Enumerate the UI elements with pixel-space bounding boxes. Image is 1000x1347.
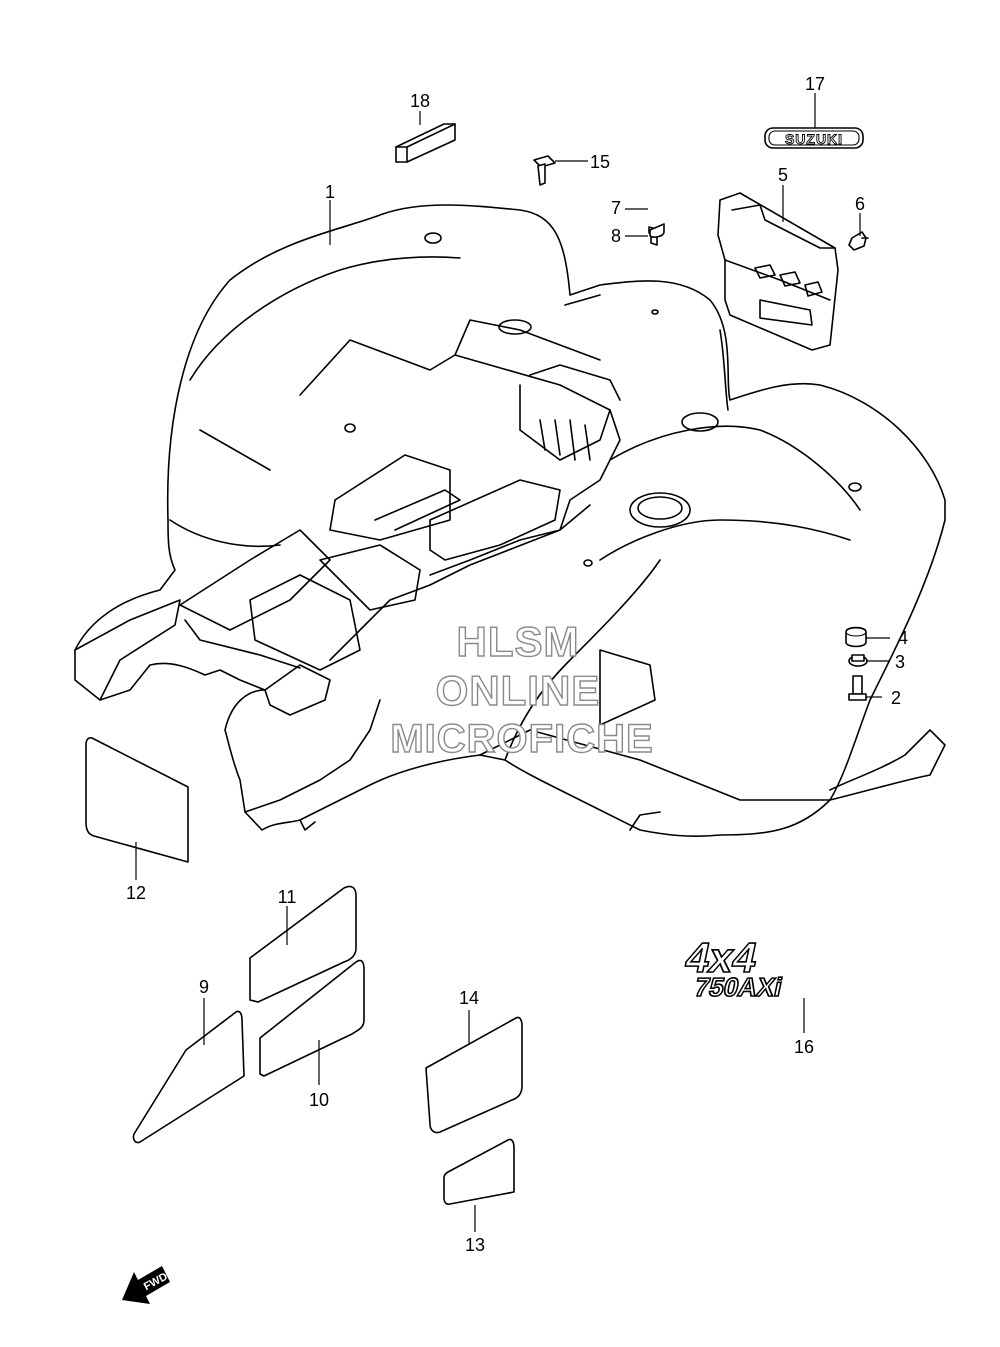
callout-2: 2 (891, 688, 901, 708)
watermark-line1: HLSM (457, 618, 580, 665)
part-18-block (395, 123, 456, 163)
part-6-clip (848, 231, 869, 251)
callout-15: 15 (590, 152, 610, 172)
callout-13: 13 (465, 1235, 485, 1255)
part-11-label (249, 885, 357, 1003)
part-4-rubber (845, 626, 867, 648)
part-13-label (443, 1138, 515, 1205)
part-16-emblem: 4x4 750AXi (681, 934, 786, 1003)
part-3-washer (848, 654, 868, 667)
callout-5: 5 (778, 165, 788, 185)
suzuki-badge-text: SUZUKI (785, 131, 843, 147)
callouts: 1 2 3 4 5 6 7 8 9 10 11 12 13 14 15 16 1… (126, 74, 908, 1255)
callout-6: 6 (855, 194, 865, 214)
part-15-screw (533, 155, 556, 186)
watermark: HLSM ONLINE MICROFICHE (390, 617, 654, 761)
callout-9: 9 (199, 977, 209, 997)
part-12-label (85, 737, 189, 863)
part-5-bracket (717, 192, 839, 351)
callout-18: 18 (410, 91, 430, 111)
rear-fender-body (74, 204, 946, 837)
callout-1: 1 (325, 182, 335, 202)
leader-lines (135, 93, 890, 1232)
watermark-line3: MICROFICHE (390, 717, 653, 761)
part-8-grommet (649, 223, 665, 238)
callout-7: 7 (611, 198, 621, 218)
part-9-label (132, 1010, 245, 1144)
fwd-arrow: FWD (122, 1266, 170, 1304)
part-2-bolt (848, 675, 867, 701)
callout-8: 8 (611, 226, 621, 246)
part-17-suzuki-badge: SUZUKI (764, 127, 864, 149)
callout-3: 3 (895, 652, 905, 672)
callout-17: 17 (805, 74, 825, 94)
emblem-line1: 4x4 (682, 934, 762, 980)
callout-14: 14 (459, 988, 479, 1008)
part-14-label (425, 1016, 523, 1134)
callout-10: 10 (309, 1090, 329, 1110)
callout-16: 16 (794, 1037, 814, 1057)
part-10-label (259, 959, 365, 1077)
emblem-line2: 750AXi (692, 972, 785, 1002)
watermark-line2: ONLINE (436, 667, 601, 714)
callout-11: 11 (278, 887, 297, 907)
callout-12: 12 (126, 883, 146, 903)
callout-4: 4 (898, 628, 908, 648)
